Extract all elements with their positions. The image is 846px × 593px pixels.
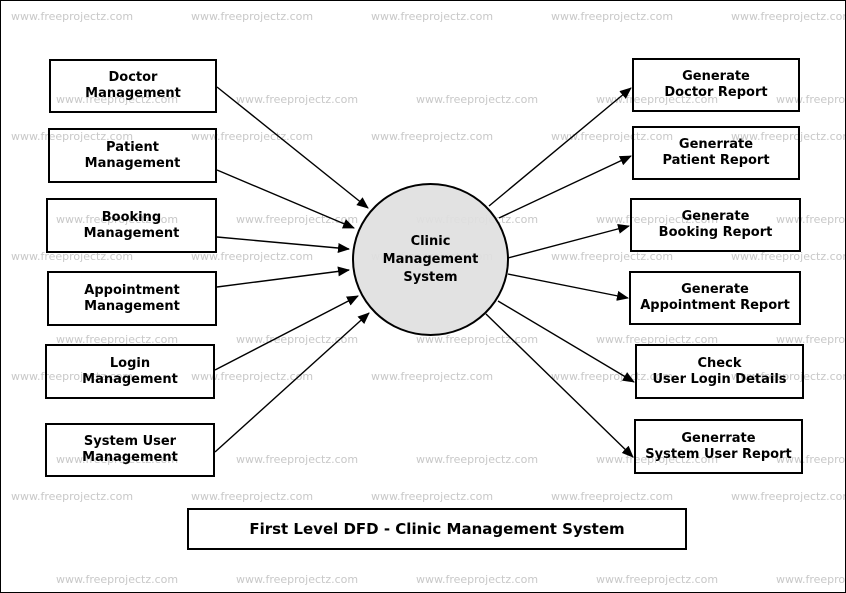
watermark-text: www.freeprojectz.com bbox=[776, 453, 846, 466]
watermark-text: www.freeprojectz.com bbox=[236, 573, 359, 586]
watermark-text: www.freeprojectz.com bbox=[56, 573, 179, 586]
watermark-text: www.freeprojectz.com bbox=[56, 333, 179, 346]
watermark-text: www.freeprojectz.com bbox=[236, 93, 359, 106]
watermark-text: www.freeprojectz.com bbox=[416, 573, 539, 586]
watermark-text: www.freeprojectz.com bbox=[731, 10, 846, 23]
watermark-text: www.freeprojectz.com bbox=[776, 573, 846, 586]
entity-label-line1: Generate bbox=[682, 69, 750, 84]
entity-label-line1: Booking bbox=[101, 209, 162, 225]
flow-appointment-management bbox=[216, 266, 350, 288]
entity-label-line1: Generrate bbox=[678, 137, 754, 152]
entity-label-line2: Appointment Report bbox=[640, 298, 790, 313]
watermark-text: www.freeprojectz.com bbox=[11, 370, 134, 383]
watermark-text: www.freeprojectz.com bbox=[731, 130, 846, 143]
watermark-text: www.freeprojectz.com bbox=[776, 93, 846, 106]
entity-label-line1: Generrate bbox=[681, 430, 756, 446]
flow-doctor-report bbox=[488, 87, 632, 207]
watermark-text: www.freeprojectz.com bbox=[551, 130, 674, 143]
watermark-text: www.freeprojectz.com bbox=[596, 333, 719, 346]
watermark-text: www.freeprojectz.com bbox=[191, 10, 314, 23]
process-label-line2: Management bbox=[382, 251, 479, 267]
diagram-caption: First Level DFD - Clinic Management Syst… bbox=[187, 508, 687, 550]
watermark-text: www.freeprojectz.com bbox=[731, 490, 846, 503]
watermark-text: www.freeprojectz.com bbox=[11, 490, 134, 503]
watermark-text: www.freeprojectz.com bbox=[371, 370, 494, 383]
watermark-text: www.freeprojectz.com bbox=[191, 250, 314, 263]
flow-booking-report bbox=[507, 223, 630, 259]
watermark-text: www.freeprojectz.com bbox=[371, 10, 494, 23]
watermark-text: www.freeprojectz.com bbox=[731, 370, 846, 383]
flow-user-login-details bbox=[497, 300, 635, 383]
entity-label-line1: Doctor bbox=[108, 70, 158, 85]
entity-label-line2: Patient Report bbox=[662, 153, 770, 168]
watermark-text: www.freeprojectz.com bbox=[371, 130, 494, 143]
entity-label-line1: Patient bbox=[106, 139, 159, 155]
watermark-text: www.freeprojectz.com bbox=[11, 130, 134, 143]
flow-system-user-management bbox=[214, 312, 370, 453]
caption-text: First Level DFD - Clinic Management Syst… bbox=[249, 520, 625, 538]
process-clinic-management-system: Clinic Management System bbox=[352, 183, 509, 336]
watermark-text: www.freeprojectz.com bbox=[236, 453, 359, 466]
entity-label-line1: Generate bbox=[681, 209, 750, 224]
entity-label-line2: Management bbox=[82, 371, 178, 387]
watermark-text: www.freeprojectz.com bbox=[416, 93, 539, 106]
flow-login-management bbox=[214, 295, 359, 371]
entity-label-line2: Booking Report bbox=[658, 225, 773, 240]
entity-label-line1: Appointment bbox=[84, 282, 180, 298]
watermark-text: www.freeprojectz.com bbox=[596, 213, 719, 226]
entity-label-line1: Login bbox=[109, 355, 151, 371]
flow-system-user-report bbox=[485, 313, 634, 458]
entity-label-line2: Doctor Report bbox=[664, 85, 768, 100]
process-label-line1: Clinic bbox=[410, 233, 451, 249]
process-label-line3: System bbox=[403, 269, 458, 285]
watermark-text: www.freeprojectz.com bbox=[776, 333, 846, 346]
watermark-text: www.freeprojectz.com bbox=[731, 250, 846, 263]
watermark-text: www.freeprojectz.com bbox=[551, 10, 674, 23]
watermark-text: www.freeprojectz.com bbox=[416, 333, 539, 346]
watermark-text: www.freeprojectz.com bbox=[56, 213, 179, 226]
watermark-text: www.freeprojectz.com bbox=[371, 490, 494, 503]
watermark-text: www.freeprojectz.com bbox=[416, 453, 539, 466]
watermark-text: www.freeprojectz.com bbox=[551, 370, 674, 383]
flow-booking-management bbox=[216, 236, 350, 253]
watermark-text: www.freeprojectz.com bbox=[551, 490, 674, 503]
watermark-text: www.freeprojectz.com bbox=[776, 213, 846, 226]
flow-patient-management bbox=[216, 169, 355, 229]
entity-label-line1: Check bbox=[697, 355, 742, 371]
watermark-text: www.freeprojectz.com bbox=[11, 250, 134, 263]
entity-label-line2: Management bbox=[85, 86, 181, 101]
entity-label-line2: Management bbox=[84, 298, 180, 314]
entity-label-line2: Management bbox=[82, 450, 178, 465]
watermark-text: www.freeprojectz.com bbox=[56, 93, 179, 106]
entity-label-line2: Management bbox=[83, 225, 180, 241]
watermark-text: www.freeprojectz.com bbox=[11, 10, 134, 23]
flow-appointment-report bbox=[507, 273, 629, 301]
entity-label-line1: System User bbox=[83, 434, 177, 449]
watermark-text: www.freeprojectz.com bbox=[191, 370, 314, 383]
entity-label-line1: Generate bbox=[681, 282, 749, 297]
entity-label-line2: Management bbox=[84, 155, 181, 171]
flow-patient-report bbox=[498, 155, 632, 219]
entity-label-line2: User Login Details bbox=[652, 371, 787, 387]
entity-label-line2: System User Report bbox=[645, 446, 792, 462]
watermark-text: www.freeprojectz.com bbox=[596, 573, 719, 586]
flow-doctor-management bbox=[216, 86, 369, 209]
watermark-text: www.freeprojectz.com bbox=[56, 453, 179, 466]
watermark-text: www.freeprojectz.com bbox=[191, 490, 314, 503]
watermark-text: www.freeprojectz.com bbox=[551, 250, 674, 263]
